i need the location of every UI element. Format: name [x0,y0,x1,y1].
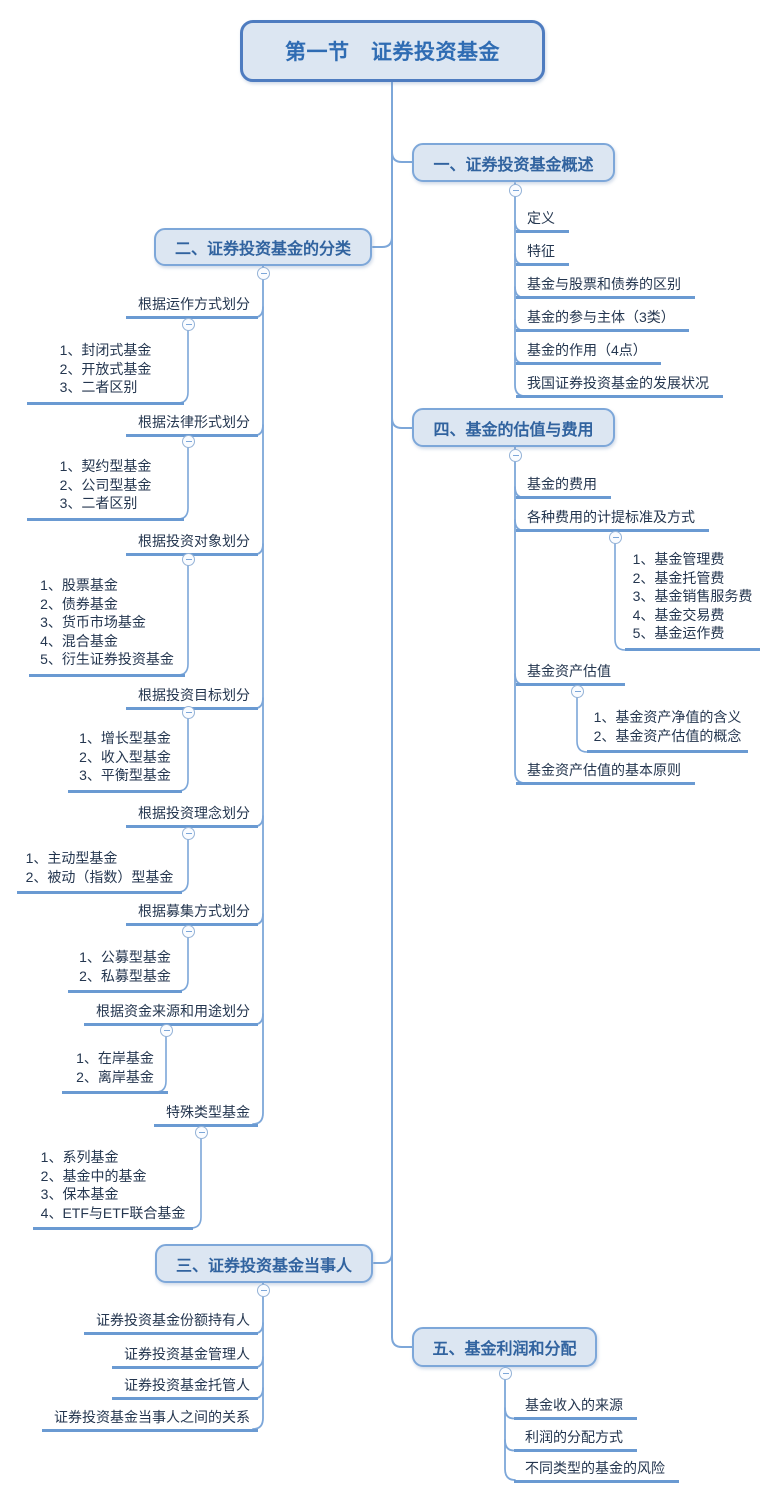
node-by-fund-source-usage-detail[interactable]: 1、在岸基金 2、离岸基金 [62,1049,168,1094]
branch-overview-topic[interactable]: 一、证券投资基金概述 [412,143,615,182]
node-profit-distribution[interactable]: 利润的分配方式 [514,1428,637,1452]
node-income-sources[interactable]: 基金收入的来源 [514,1396,637,1420]
collapse-button-profit[interactable] [499,1367,512,1380]
node-by-fund-source-usage[interactable]: 根据资金来源和用途划分 [84,1002,258,1026]
collapse-button-valuation[interactable] [509,449,522,462]
node-fund-fees[interactable]: 基金的费用 [516,475,611,499]
node-by-investment-object-detail[interactable]: 1、股票基金 2、债券基金 3、货币市场基金 4、混合基金 5、衍生证券投资基金 [29,576,185,677]
node-by-investment-object[interactable]: 根据投资对象划分 [126,532,258,556]
node-functions[interactable]: 基金的作用（4点） [516,341,661,365]
node-by-investment-goal-detail[interactable]: 1、增长型基金 2、收入型基金 3、平衡型基金 [68,729,182,793]
node-fee-methods-detail[interactable]: 1、基金管理费 2、基金托管费 3、基金销售服务费 4、基金交易费 5、基金运作… [625,550,760,651]
node-by-raising-method-detail[interactable]: 1、公募型基金 2、私募型基金 [68,948,182,993]
collapse-button-classification[interactable] [257,267,270,280]
node-by-operation-mode[interactable]: 根据运作方式划分 [126,295,258,319]
node-fund-manager[interactable]: 证券投资基金管理人 [112,1345,258,1369]
collapse-button-raising-method[interactable] [182,925,195,938]
node-fund-risks[interactable]: 不同类型的基金的风险 [514,1459,679,1483]
node-parties-relationship[interactable]: 证券投资基金当事人之间的关系 [42,1408,258,1432]
node-special-types-detail[interactable]: 1、系列基金 2、基金中的基金 3、保本基金 4、ETF与ETF联合基金 [33,1148,193,1230]
node-fund-vs-stock-bond[interactable]: 基金与股票和债券的区别 [516,275,695,299]
node-by-investment-philosophy[interactable]: 根据投资理念划分 [126,804,258,828]
collapse-button-asset-valuation[interactable] [571,685,584,698]
node-share-holders[interactable]: 证券投资基金份额持有人 [84,1311,258,1335]
node-development-status[interactable]: 我国证券投资基金的发展状况 [516,374,723,398]
node-participants[interactable]: 基金的参与主体（3类） [516,308,689,332]
branch-valuation-topic[interactable]: 四、基金的估值与费用 [412,408,615,447]
node-by-investment-philosophy-detail[interactable]: 1、主动型基金 2、被动（指数）型基金 [17,849,182,894]
node-asset-valuation[interactable]: 基金资产估值 [516,662,625,686]
collapse-button-fund-source[interactable] [160,1024,173,1037]
collapse-button-special-types[interactable] [195,1126,208,1139]
collapse-button-operation-mode[interactable] [182,318,195,331]
branch-classification-topic[interactable]: 二、证券投资基金的分类 [154,228,372,266]
node-valuation-principles[interactable]: 基金资产估值的基本原则 [516,761,695,785]
collapse-button-investment-goal[interactable] [182,706,195,719]
node-definition[interactable]: 定义 [516,209,569,233]
node-asset-valuation-detail[interactable]: 1、基金资产净值的含义 2、基金资产估值的概念 [587,708,748,753]
node-fee-methods[interactable]: 各种费用的计提标准及方式 [516,508,709,532]
node-features[interactable]: 特征 [516,242,569,266]
collapse-button-overview[interactable] [509,184,522,197]
collapse-button-parties[interactable] [257,1284,270,1297]
node-by-legal-form[interactable]: 根据法律形式划分 [126,413,258,437]
collapse-button-investment-object[interactable] [182,553,195,566]
branch-parties-topic[interactable]: 三、证券投资基金当事人 [155,1244,373,1283]
node-by-legal-form-detail[interactable]: 1、契约型基金 2、公司型基金 3、二者区别 [27,457,184,521]
node-special-types[interactable]: 特殊类型基金 [154,1103,258,1127]
collapse-button-fee-methods[interactable] [609,531,622,544]
node-by-raising-method[interactable]: 根据募集方式划分 [126,902,258,926]
collapse-button-investment-philosophy[interactable] [182,827,195,840]
collapse-button-legal-form[interactable] [182,435,195,448]
branch-profit-topic[interactable]: 五、基金利润和分配 [412,1327,597,1367]
node-fund-custodian[interactable]: 证券投资基金托管人 [112,1376,258,1400]
root-topic[interactable]: 第一节 证券投资基金 [240,20,545,82]
node-by-operation-mode-detail[interactable]: 1、封闭式基金 2、开放式基金 3、二者区别 [27,341,184,405]
